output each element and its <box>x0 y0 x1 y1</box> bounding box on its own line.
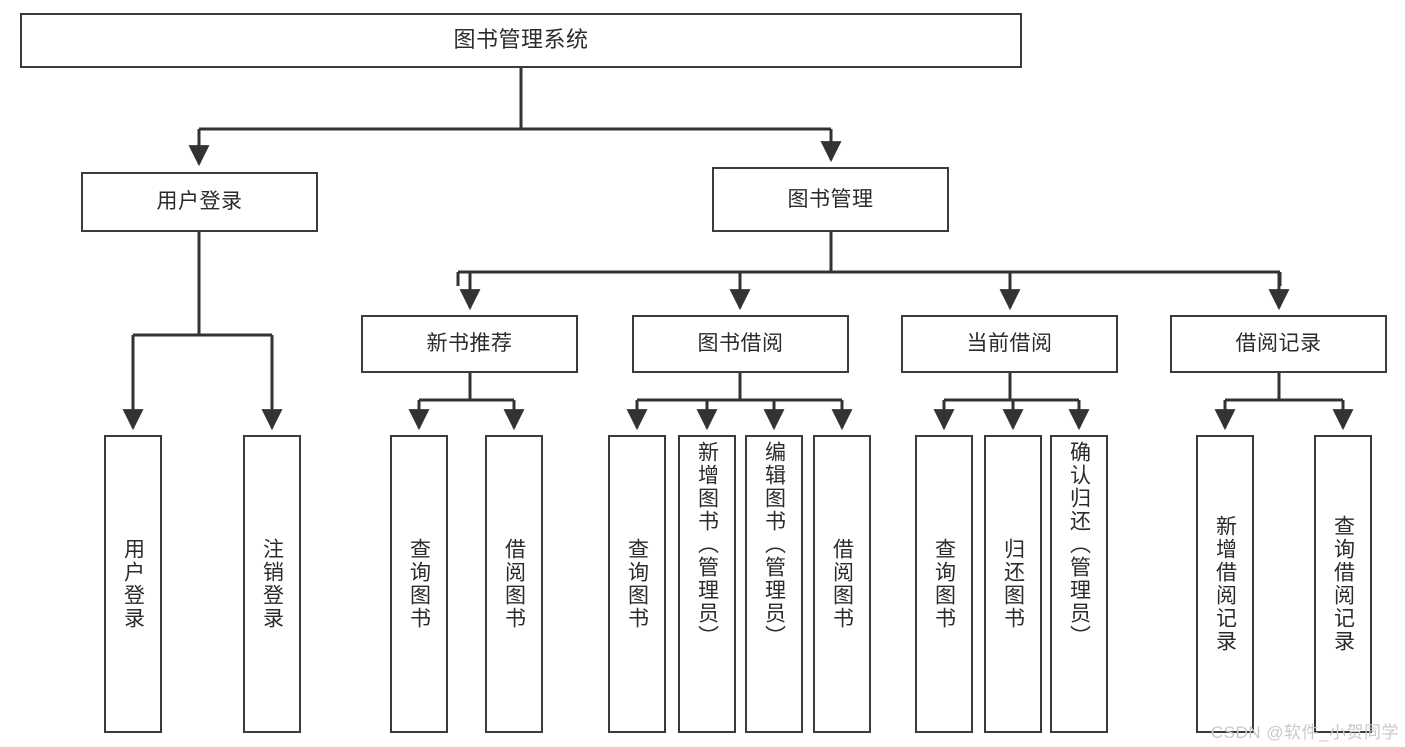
node-leaf-confirm-return[interactable]: 确认归还（管理员） <box>1050 435 1108 733</box>
node-leaf-add-book[interactable]: 新增图书（管理员） <box>678 435 736 733</box>
node-leaf-add-record[interactable]: 新增借阅记录 <box>1196 435 1254 733</box>
node-current-borrow[interactable]: 当前借阅 <box>901 315 1118 373</box>
node-leaf-add-book-label: 新增图书（管理员） <box>695 441 719 648</box>
node-leaf-query-record-label: 查询借阅记录 <box>1331 515 1355 653</box>
node-borrow-record-label: 借阅记录 <box>1235 332 1322 356</box>
node-leaf-query-book-2-label: 查询图书 <box>625 538 649 630</box>
node-user-login-label: 用户登录 <box>156 190 243 214</box>
node-book-manage[interactable]: 图书管理 <box>712 167 949 232</box>
node-new-book-rec[interactable]: 新书推荐 <box>361 315 578 373</box>
node-leaf-edit-book-label: 编辑图书（管理员） <box>762 441 786 648</box>
node-leaf-query-book-1[interactable]: 查询图书 <box>390 435 448 733</box>
node-leaf-borrow-book-1-label: 借阅图书 <box>502 538 526 630</box>
node-leaf-confirm-return-label: 确认归还（管理员） <box>1067 441 1091 648</box>
node-user-login[interactable]: 用户登录 <box>81 172 318 232</box>
node-root[interactable]: 图书管理系统 <box>20 13 1022 68</box>
node-leaf-query-record[interactable]: 查询借阅记录 <box>1314 435 1372 733</box>
node-leaf-user-login-label: 用户登录 <box>121 538 145 630</box>
node-current-borrow-label: 当前借阅 <box>966 332 1053 356</box>
node-book-borrow[interactable]: 图书借阅 <box>632 315 849 373</box>
node-leaf-query-book-2[interactable]: 查询图书 <box>608 435 666 733</box>
node-leaf-query-book-3[interactable]: 查询图书 <box>915 435 973 733</box>
node-leaf-borrow-book-2[interactable]: 借阅图书 <box>813 435 871 733</box>
node-leaf-borrow-book-1[interactable]: 借阅图书 <box>485 435 543 733</box>
node-book-borrow-label: 图书借阅 <box>697 332 784 356</box>
node-leaf-add-record-label: 新增借阅记录 <box>1213 515 1237 653</box>
node-leaf-logout-label: 注销登录 <box>260 538 284 630</box>
node-book-manage-label: 图书管理 <box>787 187 874 211</box>
node-root-label: 图书管理系统 <box>453 27 589 53</box>
node-leaf-user-login[interactable]: 用户登录 <box>104 435 162 733</box>
node-leaf-query-book-1-label: 查询图书 <box>407 538 431 630</box>
node-leaf-edit-book[interactable]: 编辑图书（管理员） <box>745 435 803 733</box>
node-borrow-record[interactable]: 借阅记录 <box>1170 315 1387 373</box>
node-leaf-logout[interactable]: 注销登录 <box>243 435 301 733</box>
watermark: CSDN @软件_小贺同学 <box>1210 723 1399 742</box>
node-leaf-borrow-book-2-label: 借阅图书 <box>830 538 854 630</box>
node-new-book-rec-label: 新书推荐 <box>426 332 513 356</box>
node-leaf-return-book-label: 归还图书 <box>1001 538 1025 630</box>
node-leaf-return-book[interactable]: 归还图书 <box>984 435 1042 733</box>
node-leaf-query-book-3-label: 查询图书 <box>932 538 956 630</box>
